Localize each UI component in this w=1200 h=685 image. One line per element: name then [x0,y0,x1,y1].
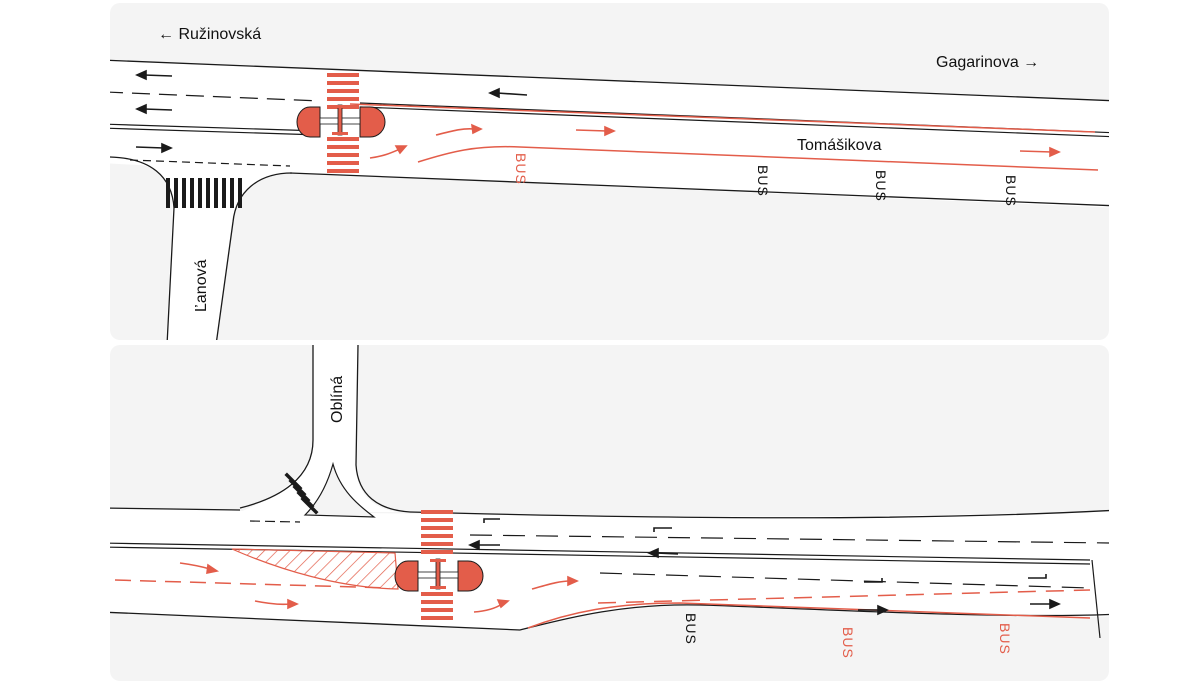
road-edge [215,172,293,340]
arrow-head [206,563,220,575]
zebra-crossing [166,178,242,208]
arrow-head [135,69,147,81]
bus-platform [296,104,386,138]
bus-crossing [421,510,453,620]
bottom-panel: Oblíná BUS BUS BUS [110,345,1109,681]
arrow-head [496,599,510,609]
arrow-head [161,142,173,154]
bus-marking: BUS [840,627,856,659]
bus-marking: BUS [683,613,699,645]
bus-lane-line [349,103,1096,133]
arrow-head [287,598,299,610]
bus-lane-line [527,602,1091,629]
lanova-road [110,160,320,340]
street-label-tomasikova: Tomášikova [797,137,882,154]
bus-crossing [327,73,359,173]
hatched-area [231,548,399,590]
road-end [1091,559,1101,639]
road-edge [355,345,411,513]
road-edge [110,156,175,340]
lane-dash [599,572,1091,589]
obline-road [240,345,400,512]
bus-lane-line [417,145,1099,171]
lane-dash [110,91,321,102]
median-line [110,542,1091,561]
traffic-arrows [135,69,528,154]
arrow-turn [864,578,883,583]
platform-post [435,558,441,590]
top-panel: ← Ružinovská Gagarinova → Tomášikova Ľan… [110,3,1109,340]
zebra-crossing [284,472,319,515]
bus-lane-dash [114,579,391,589]
median-line [110,127,321,136]
bus-marking: BUS [513,153,529,185]
road-edge [110,507,241,511]
lane-dash [469,534,1109,544]
platform-post [337,104,343,136]
arrow-head [567,575,579,587]
bus-platform [394,558,484,592]
street-label-gagarinova: Gagarinova → [936,54,1039,71]
arrow-head [468,539,480,551]
arrow-left [655,552,679,555]
arrow-head [647,547,659,559]
arrow-left [496,92,528,96]
bus-marking: BUS [997,623,1013,655]
platform-right [359,106,386,138]
road-edge [110,611,521,631]
arrow-right [575,129,608,132]
traffic-arrows [468,518,1061,616]
arrow-turn [483,518,500,523]
main-road-bottom [110,508,1109,630]
arrow-turn [653,527,672,532]
arrow-head [1049,146,1061,158]
arrow-head [135,103,147,115]
arrow-right [1019,150,1053,153]
platform-left [394,560,419,592]
arrow-curve [435,128,475,136]
arrow-left [143,74,173,77]
bus-arrows [179,562,579,613]
platform-cap [430,586,446,589]
arrow-right [135,146,165,149]
bus-marking: BUS [755,165,771,197]
arrow-head [488,87,500,99]
road-edge [110,59,1109,102]
street-label-obline: Oblíná [329,376,346,423]
platform-cap [332,105,348,108]
bus-marking: BUS [1003,175,1019,207]
arrow-head [394,145,408,155]
arrow-head [1049,598,1061,610]
street-label-ruzinovska: ← Ružinovská [158,26,261,43]
lane-dash [129,159,291,167]
platform-right [457,560,484,592]
traffic-island [303,461,376,518]
median-line [110,123,321,132]
platform-left [296,106,321,138]
bus-arrows [369,123,1061,159]
platform-cap [332,132,348,135]
arrow-turn [1028,574,1047,579]
arrow-head [877,604,889,616]
platform-cap [430,559,446,562]
median-line [359,106,1109,138]
road-edge [289,172,1109,207]
arrow-left [143,108,173,111]
lane-dash [249,520,301,523]
bus-marking: BUS [873,170,889,202]
arrow-head [604,125,616,137]
street-label-lanova: Ľanová [193,259,210,312]
road-edge [409,509,1109,519]
arrow-head [471,123,483,135]
